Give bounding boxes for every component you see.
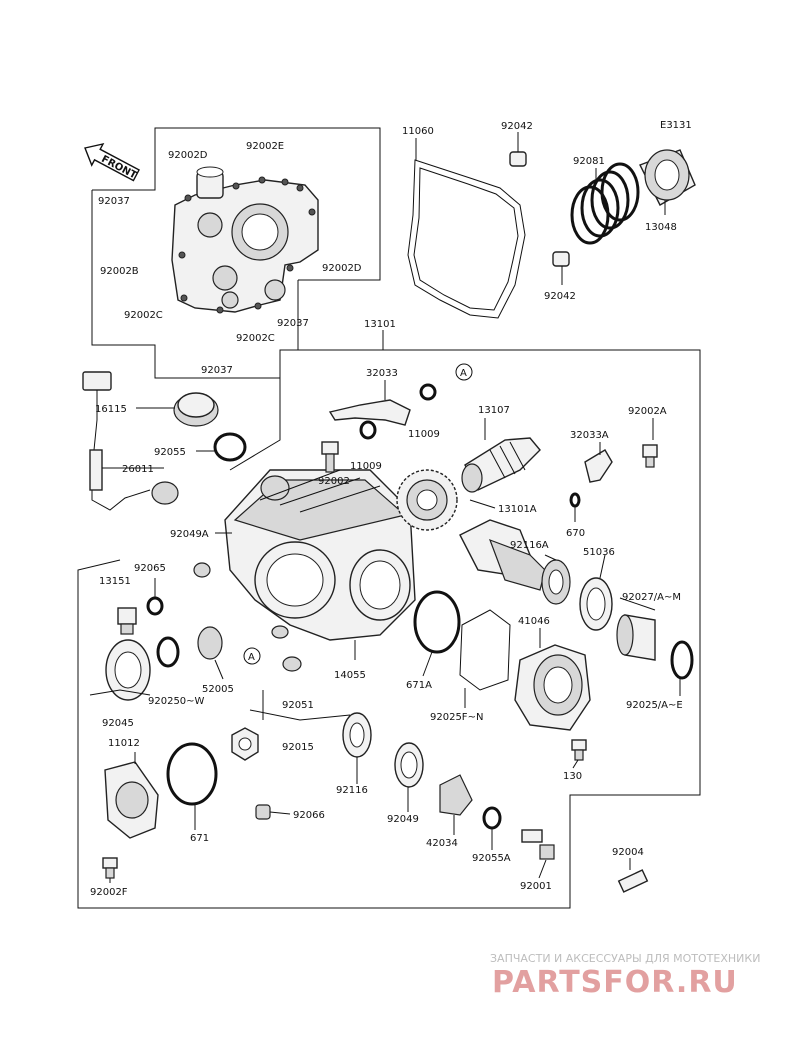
stud-92004 xyxy=(617,869,649,893)
label-92042-a: 92042 xyxy=(501,121,533,132)
cover-11012 xyxy=(102,742,271,879)
sensor-harness xyxy=(82,371,179,511)
label-92037-a: 92037 xyxy=(98,196,130,207)
label-52005: 52005 xyxy=(202,684,234,695)
main-housing-part xyxy=(224,469,416,641)
watermark-logo: PARTSFOR.RU xyxy=(492,965,738,1000)
label-92002: 92002 xyxy=(318,476,350,487)
label-14055: 14055 xyxy=(334,670,366,681)
label-92051: 92051 xyxy=(282,700,314,711)
oring-92055 xyxy=(213,432,247,462)
label-92037-b: 92037 xyxy=(277,318,309,329)
label-51036: 51036 xyxy=(583,547,615,558)
label-41046: 41046 xyxy=(518,616,550,627)
label-671A: 671A xyxy=(406,680,432,691)
label-13048: 13048 xyxy=(645,222,677,233)
spring-part xyxy=(570,162,640,245)
label-92002C-2: 92002C xyxy=(236,333,275,344)
label-92049A: 92049A xyxy=(170,529,209,540)
leader-lines xyxy=(89,132,681,883)
lower-bearing-parts xyxy=(342,712,555,860)
label-92049: 92049 xyxy=(387,814,419,825)
label-920250W: 920250~W xyxy=(148,696,205,707)
bolt-92002 xyxy=(321,441,339,473)
label-92066: 92066 xyxy=(293,810,325,821)
rear-cover-part xyxy=(171,166,319,314)
label-11012: 11012 xyxy=(108,738,140,749)
sensor-13151 xyxy=(117,596,164,635)
plug-92049A xyxy=(193,562,211,578)
dowel-pins xyxy=(509,151,570,267)
label-92065: 92065 xyxy=(134,563,166,574)
label-130: 130 xyxy=(563,771,582,782)
callout-a-1: A xyxy=(455,363,473,381)
gear-13101A xyxy=(396,469,546,591)
oring-671A xyxy=(413,590,461,654)
svg-text:A: A xyxy=(460,368,467,379)
label-11009-a: 11009 xyxy=(408,429,440,440)
coupling-part xyxy=(639,149,696,206)
label-13151: 13151 xyxy=(99,576,131,587)
diagram-code: E3131 xyxy=(660,120,692,131)
bracket-part xyxy=(328,383,437,440)
label-13101A: 13101A xyxy=(498,504,537,515)
label-92002A: 92002A xyxy=(628,406,667,417)
label-92055A: 92055A xyxy=(472,853,511,864)
svg-text:A: A xyxy=(248,652,255,663)
label-92081: 92081 xyxy=(573,156,605,167)
cap-part xyxy=(173,392,219,427)
shaft-13107 xyxy=(461,437,541,493)
front-label: FRONT xyxy=(99,154,138,182)
label-32033: 32033 xyxy=(366,368,398,379)
gasket-92025F xyxy=(459,609,511,691)
label-92002F: 92002F xyxy=(90,887,128,898)
label-13107: 13107 xyxy=(478,405,510,416)
frame-lines xyxy=(77,127,701,909)
label-92025A: 92025/A~E xyxy=(626,700,683,711)
label-92002E: 92002E xyxy=(246,141,284,152)
label-92037-c: 92037 xyxy=(201,365,233,376)
label-13101: 13101 xyxy=(364,319,396,330)
housing-41046 xyxy=(514,644,591,761)
label-26011: 26011 xyxy=(122,464,154,475)
bearing-92045 xyxy=(105,626,223,701)
label-42034: 42034 xyxy=(426,838,458,849)
callout-a-2: A xyxy=(243,647,261,665)
label-92002D: 92002D xyxy=(168,150,208,161)
label-11009-b: 11009 xyxy=(350,461,382,472)
label-92015: 92015 xyxy=(282,742,314,753)
label-92055: 92055 xyxy=(154,447,186,458)
nut-92015 xyxy=(231,625,302,761)
label-92042-b: 92042 xyxy=(544,291,576,302)
label-671: 671 xyxy=(190,833,209,844)
front-arrow: FRONT xyxy=(84,142,140,182)
label-16115: 16115 xyxy=(95,404,127,415)
bearing-92116A xyxy=(541,559,613,631)
watermark-tagline: ЗАПЧАСТИ И АКСЕССУАРЫ ДЛЯ МОТОТЕХНИКИ xyxy=(490,952,760,965)
label-92116A: 92116A xyxy=(510,540,549,551)
label-670: 670 xyxy=(566,528,585,539)
watermark: ЗАПЧАСТИ И АКСЕССУАРЫ ДЛЯ МОТОТЕХНИКИ PA… xyxy=(490,952,760,1000)
label-92027: 92027/A~M xyxy=(622,592,681,603)
label-92002D-2: 92002D xyxy=(322,263,362,274)
label-32033A: 32033A xyxy=(570,430,609,441)
bracket-32033A xyxy=(569,444,658,508)
label-92002B: 92002B xyxy=(100,266,139,277)
label-92004: 92004 xyxy=(612,847,644,858)
label-92001: 92001 xyxy=(520,881,552,892)
part-labels: E3131 92002D 92002E 92037 92002B 92002D … xyxy=(90,120,692,898)
label-92116: 92116 xyxy=(336,785,368,796)
collar-92027 xyxy=(616,614,694,680)
label-92002C: 92002C xyxy=(124,310,163,321)
label-11060: 11060 xyxy=(402,126,434,137)
label-92025F: 92025F~N xyxy=(430,712,483,723)
gasket-part xyxy=(407,159,526,319)
label-92045: 92045 xyxy=(102,718,134,729)
